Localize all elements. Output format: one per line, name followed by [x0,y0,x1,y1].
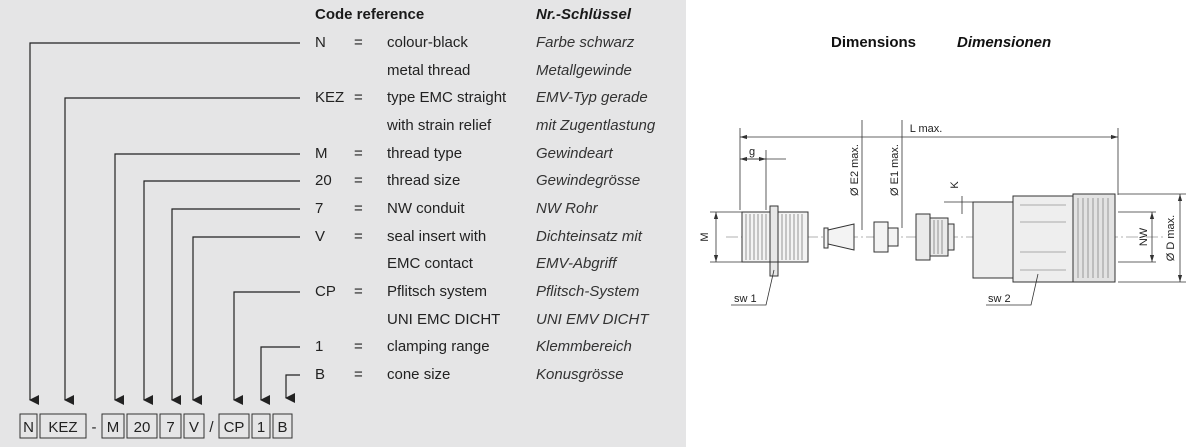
dimensions-title: Dimensions [831,34,917,51]
dimension-drawing: L max. g M sw 1 [699,120,1186,306]
code-reference-header-de: Nr.-Schlüssel [536,6,632,23]
dim-label-e1: Ø E1 max. [889,144,901,196]
part-number-segment: B [277,419,287,436]
part-number-segment: V [189,419,199,436]
dimensions-title-de: Dimensionen [957,34,1052,51]
dim-label-sw2: sw 2 [988,293,1011,305]
dim-label-nw: NW [1138,227,1150,246]
dim-label-l-max: L max. [910,123,943,135]
part-number-separator: - [92,419,97,436]
part-number-segment: M [107,419,120,436]
dim-label-m: M [699,232,711,241]
code-reference-header: Code reference [315,6,425,23]
code-reference-panel: Code reference Nr.-Schlüssel N=colour-bl… [0,0,686,447]
dim-label-e2: Ø E2 max. [849,144,861,196]
part-number-separator: / [209,419,214,436]
part-number-segment: KEZ [48,419,77,436]
part-number-segment: CP [224,419,245,436]
dim-label-k: K [949,181,961,189]
dim-label-d: Ø D max. [1165,215,1177,261]
part-number-segment: N [23,419,34,436]
dimensions-panel: Dimensions Dimensionen L max. g [686,0,1199,447]
leader-lines: N KEZ - M 20 7 V / CP 1 B [19,42,300,439]
part-number-segment: 1 [257,419,265,436]
part-number-segment: 7 [166,419,174,436]
part-number-segment: 20 [134,419,151,436]
dim-label-g: g [749,146,755,158]
dim-label-sw1: sw 1 [734,293,757,305]
